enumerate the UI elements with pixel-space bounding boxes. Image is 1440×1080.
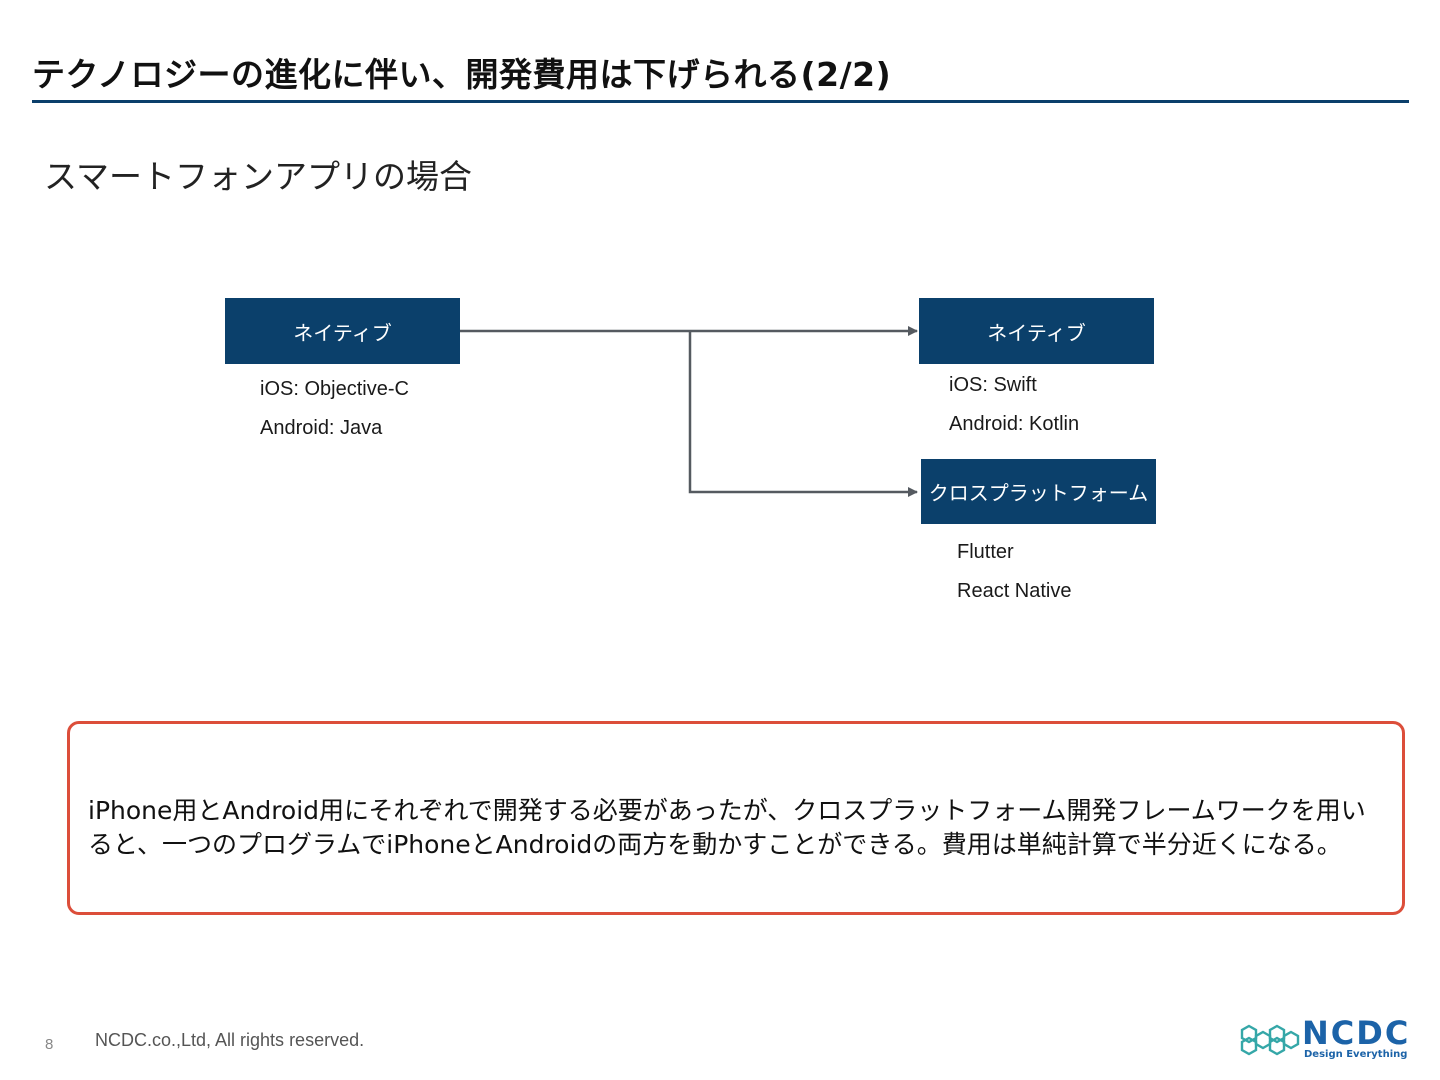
native-item-ios: iOS: Swift [949, 374, 1037, 396]
target-cross-platform-box: クロスプラットフォーム [921, 459, 1156, 524]
title-divider [32, 100, 1409, 103]
copyright-notice: NCDC.co.,Ltd, All rights reserved. [95, 1030, 365, 1050]
company-logo: NCDC Design Everything [1238, 1014, 1413, 1066]
hexagon-chain-logo-icon [1240, 1024, 1300, 1056]
summary-callout-box: iPhone用とAndroid用にそれぞれで開発する必要があったが、クロスプラッ… [67, 721, 1405, 915]
source-item-ios: iOS: Objective-C [260, 378, 409, 400]
cross-platform-item-react-native: React Native [957, 580, 1072, 602]
summary-callout-text: iPhone用とAndroid用にそれぞれで開発する必要があったが、クロスプラッ… [88, 796, 1366, 859]
page-title: テクノロジーの進化に伴い、開発費用は下げられる(2/2) [32, 55, 892, 94]
section-subtitle: スマートフォンアプリの場合 [44, 157, 473, 196]
logo-wordmark: NCDC [1302, 1014, 1411, 1052]
page-number: 8 [45, 1036, 54, 1053]
native-item-android: Android: Kotlin [949, 413, 1080, 435]
source-native-box: ネイティブ [225, 298, 460, 364]
cross-platform-item-flutter: Flutter [957, 541, 1014, 563]
target-native-box: ネイティブ [919, 298, 1154, 364]
source-item-android: Android: Java [260, 417, 383, 439]
arrow-to-cross-platform [688, 331, 918, 497]
logo-tagline: Design Everything [1304, 1049, 1408, 1060]
